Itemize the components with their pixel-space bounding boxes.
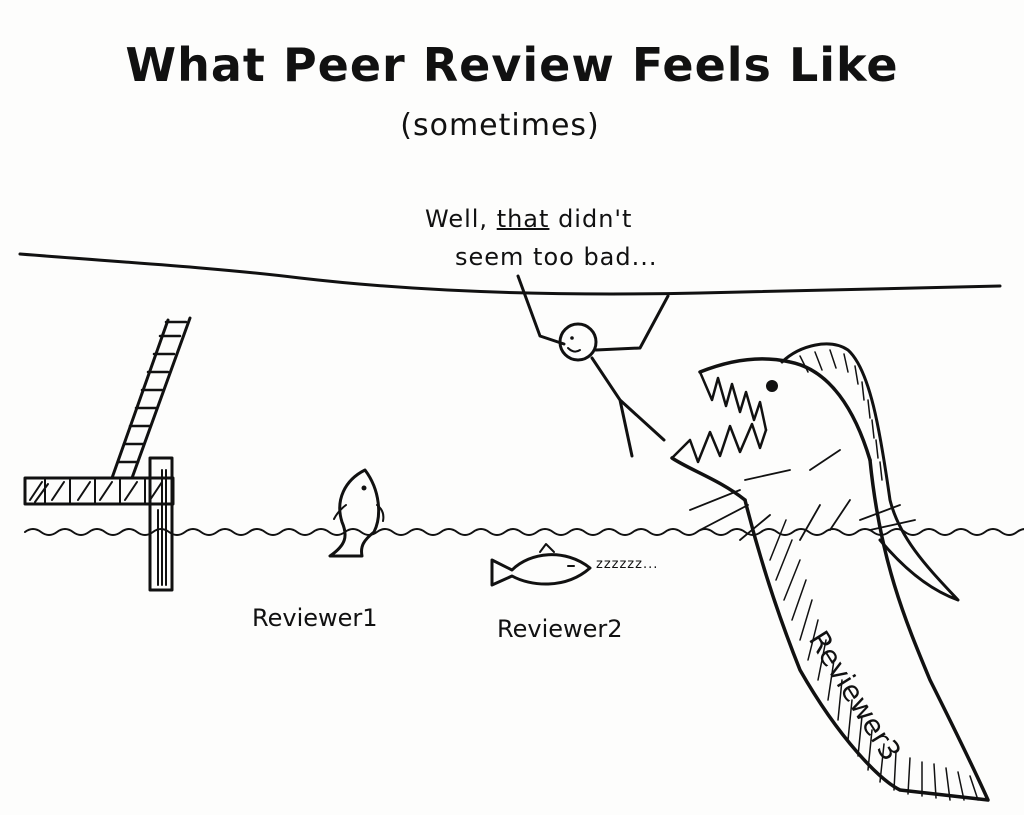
reviewer2-label: Reviewer2: [497, 615, 623, 643]
reviewer2-snore: zzzzzz...: [596, 557, 659, 572]
speech-before: Well,: [425, 205, 497, 233]
water-surface: [24, 528, 1024, 536]
horizon-line: [18, 252, 1002, 296]
speech-line-2: seem too bad...: [455, 243, 658, 271]
reviewer1-label: Reviewer1: [252, 604, 378, 632]
speech-text: Well, that didn't seem too bad...: [425, 200, 658, 276]
reviewer2-fish: [490, 543, 592, 587]
speech-after: didn't: [549, 205, 633, 233]
comic-subtitle: (sometimes): [400, 108, 600, 143]
speech-underlined-word: that: [496, 205, 550, 233]
reviewer1-fish: [328, 468, 385, 558]
reviewer3-monster-fish: [670, 342, 990, 802]
dock: [23, 456, 175, 592]
ladder: [110, 316, 192, 480]
swimmer-stick-figure: [516, 274, 670, 458]
comic-title: What Peer Review Feels Like: [125, 38, 899, 92]
